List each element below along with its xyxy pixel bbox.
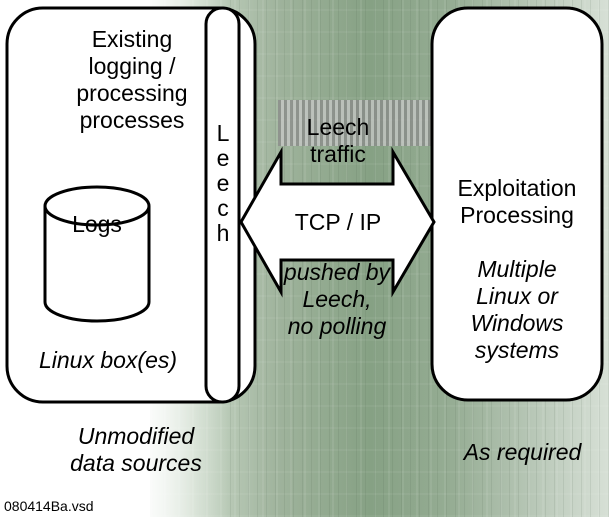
logs-label: Logs bbox=[72, 211, 122, 237]
existing-processes-label: Existing logging / processing processes bbox=[76, 26, 188, 133]
leech-bar bbox=[204, 6, 241, 404]
tcp-ip-label: TCP / IP bbox=[294, 209, 382, 235]
right-box bbox=[430, 6, 604, 402]
push-note: pushed by Leech, no polling bbox=[283, 259, 391, 339]
as-required-caption: As required bbox=[463, 439, 582, 465]
leech-vertical-label: L e e c h bbox=[216, 120, 230, 246]
file-name-label: 080414Ba.vsd bbox=[4, 498, 94, 514]
leech-traffic-label: Leech traffic bbox=[306, 114, 370, 167]
double-arrow bbox=[239, 146, 436, 298]
linux-box-label: Linux box(es) bbox=[38, 347, 178, 373]
exploitation-processing-label: Exploitation Processing bbox=[457, 175, 577, 228]
logs-cylinder bbox=[43, 185, 151, 323]
multiple-systems-label: Multiple Linux or Windows systems bbox=[470, 256, 564, 363]
unmodified-data-sources-caption: Unmodified data sources bbox=[70, 423, 202, 476]
